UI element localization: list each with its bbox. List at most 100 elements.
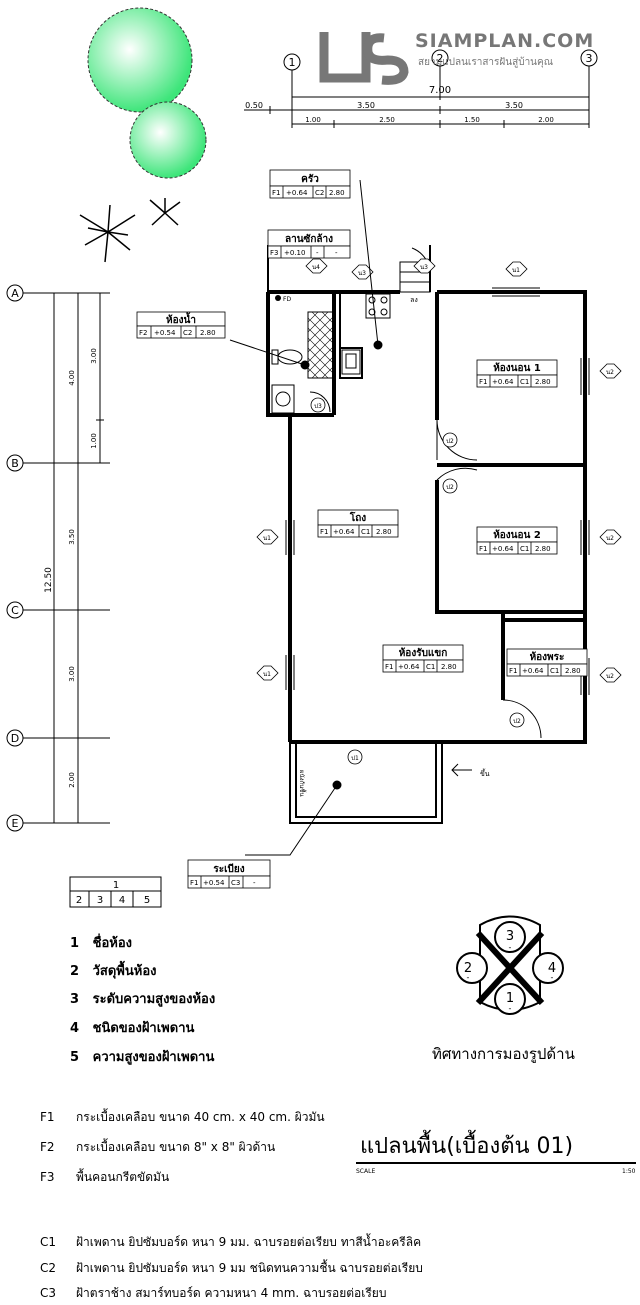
grid-row-d: D	[11, 732, 19, 745]
note-code: F1	[40, 1110, 55, 1124]
room-ceiling-height: 2.80	[565, 667, 581, 675]
dim-top-a: 0.50	[245, 101, 263, 110]
legend-key-2: 2	[76, 895, 82, 906]
windows	[285, 287, 590, 743]
dim-inner-2: 1.00	[90, 433, 98, 449]
room-level: +0.64	[492, 378, 514, 386]
grid-row-markers	[6, 284, 110, 832]
brand-logo-icon	[319, 32, 409, 85]
dim-sub-a: 1.00	[305, 116, 321, 124]
room-ceiling-height: 2.80	[535, 378, 551, 386]
room-ceiling-code: C1	[361, 528, 370, 536]
legend-key-top: 1	[113, 880, 119, 891]
tag-w2-right-c: น2	[606, 673, 614, 680]
dim-left-total: 12.50	[44, 567, 54, 593]
grid-row-e: E	[12, 817, 19, 830]
left-dimension-lines	[53, 293, 104, 823]
grid-row-b: B	[11, 457, 19, 470]
washbasin-icon	[271, 384, 295, 414]
walls	[266, 290, 587, 744]
top-dimension-lines	[244, 93, 590, 128]
room-name: ครัว	[301, 173, 319, 185]
note-code: C2	[40, 1261, 57, 1275]
tag-w2-right-a: น2	[606, 369, 614, 376]
porch-outline	[289, 742, 443, 824]
grid-row-c: C	[11, 604, 19, 617]
dim-sub-b: 2.50	[379, 116, 395, 124]
tag-d2-b: ป2	[446, 484, 454, 491]
grid-column-markers	[283, 49, 598, 100]
room-floor-code: F1	[272, 189, 280, 197]
legend-item: 2 วัสดุพื้นห้อง	[70, 960, 156, 981]
step-up-label: ขึ้น	[480, 767, 490, 778]
orient-dash-bottom: -	[509, 1004, 512, 1013]
room-floor-code: F1	[509, 667, 517, 675]
room-floor-code: F1	[385, 663, 393, 671]
tag-w1-left-a: น1	[263, 535, 271, 542]
room-ceiling-height: -	[253, 879, 256, 887]
legend-num: 4	[70, 1021, 80, 1036]
tag-w2-right-b: น2	[606, 535, 614, 542]
title-underline	[356, 1162, 636, 1164]
dim-sub-d: 2.00	[538, 116, 554, 124]
room-ceiling-code: C2	[315, 189, 324, 197]
legend-key-3: 3	[97, 895, 103, 906]
room-ceiling-height: 2.80	[200, 329, 216, 337]
kitchen-back-wall	[267, 245, 431, 379]
room-floor-code: F3	[270, 249, 278, 257]
legend-num: 2	[70, 964, 80, 979]
brand-tagline: สยามแปลนเราสารฝันสู่บ้านคุณ	[418, 57, 553, 68]
legend-key-5: 5	[144, 895, 150, 906]
legend-num: 5	[70, 1050, 80, 1065]
floor-drain-icon	[275, 295, 281, 301]
room-level: +0.54	[154, 329, 176, 337]
legend-text: ชนิดของฝ้าเพดาน	[92, 1021, 195, 1036]
room-name: ลานซักล้าง	[285, 233, 333, 245]
room-tag-living	[382, 644, 464, 673]
dim-total: 7.00	[429, 85, 451, 96]
room-level: +0.10	[284, 249, 305, 257]
dim-left-1: 4.00	[68, 370, 76, 386]
note-text: พื้นคอนกรีตขัดมัน	[76, 1170, 170, 1184]
room-floor-code: F1	[190, 879, 198, 887]
room-name: ห้องรับแขก	[399, 647, 448, 659]
damp-wall-note: ผนังกันชื้น	[298, 770, 308, 796]
legend-item: 3 ระดับความสูงของห้อง	[70, 988, 215, 1009]
room-name: โถง	[349, 511, 366, 524]
legend-key-4: 4	[119, 895, 125, 906]
room-ceiling-code: C1	[520, 378, 529, 386]
tag-d1: ป1	[351, 755, 359, 762]
room-name: ห้องน้ำ	[166, 312, 196, 326]
note-code: F2	[40, 1140, 55, 1154]
room-ceiling-code: -	[316, 249, 319, 257]
stair-down-label: ลง	[410, 296, 418, 304]
room-ceiling-height: 2.80	[535, 545, 551, 553]
tag-d2-c: ป2	[513, 718, 521, 725]
room-ceiling-height: 2.80	[329, 189, 345, 197]
room-name: ห้องนอน 2	[493, 529, 541, 541]
orientation-symbol-icon	[456, 915, 564, 1015]
leader-lines	[229, 179, 383, 856]
tag-w3-a: น3	[358, 270, 366, 277]
room-tag-hall	[317, 509, 399, 538]
legend-text: ชื่อห้อง	[92, 936, 132, 951]
room-level: +0.64	[286, 189, 308, 197]
room-ceiling-code: C3	[231, 879, 240, 887]
toilet-icon	[271, 349, 303, 365]
room-name: ห้องนอน 1	[493, 362, 541, 374]
grid-col-1: 1	[289, 56, 296, 69]
orient-3: 3	[506, 929, 514, 944]
room-tag-shrine	[506, 648, 588, 677]
scale-value: 1:50	[622, 1168, 636, 1175]
room-ceiling-code: C1	[550, 667, 559, 675]
orient-2: 2	[464, 961, 472, 976]
room-level: +0.54	[203, 879, 225, 887]
dim-top-c: 3.50	[505, 101, 523, 110]
room-level: +0.64	[492, 545, 514, 553]
legend-item: 4 ชนิดของฝ้าเพดาน	[70, 1017, 194, 1038]
room-floor-code: F1	[320, 528, 328, 536]
